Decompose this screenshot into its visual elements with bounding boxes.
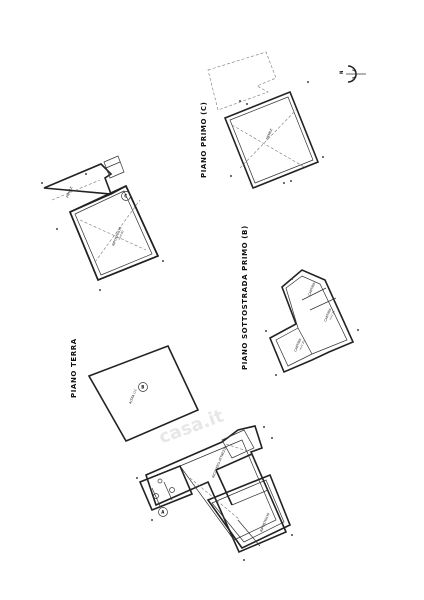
title-piano-terra: PIANO TERRA xyxy=(70,338,78,398)
marker-b-label: B xyxy=(141,385,144,390)
piano-primo-plan: FIENILE xyxy=(207,51,324,190)
room-fienile-terra: FIENILE xyxy=(65,186,73,199)
marker-c-label: C xyxy=(124,194,127,199)
room-cantina-1: CANTINA xyxy=(307,281,316,296)
north-arrow: N xyxy=(339,65,366,83)
room-ricovero-attrezzi: RICOVERO ATTREZZI xyxy=(211,446,227,478)
room-fienile-primo: FIENILE xyxy=(265,128,273,141)
piano-sottostrada-plan: CANTINA CANTINA h=2.20 CANTINA h=2.20 xyxy=(265,269,359,376)
piano-terra-upper-building: FIENILE RIPOSTIGLIO h=0.80 C xyxy=(41,155,164,291)
marker-a xyxy=(158,507,168,517)
watermark: casa.it xyxy=(156,405,227,448)
marker-b xyxy=(138,382,148,392)
room-ripostiglio-terra-height: h=0.80 xyxy=(117,230,124,241)
room-altra-ui: ALTRA U.I. xyxy=(128,388,138,404)
room-cantina-3: CANTINA xyxy=(293,337,302,352)
title-piano-primo: PIANO PRIMO (C) xyxy=(200,102,208,178)
title-piano-sottostrada: PIANO SOTTOSTRADA PRIMO (B) xyxy=(241,225,249,370)
room-cantina-2: CANTINA xyxy=(323,307,332,322)
room-ripostiglio-a: RIPOSTIGLIO xyxy=(259,512,270,533)
room-cantina-3-height: h=2.20 xyxy=(298,340,305,351)
piano-terra-lower-building: RICOVERO ATTREZZI RIPOSTIGLIO A xyxy=(136,425,293,561)
room-ripostiglio-terra: RIPOSTIGLIO xyxy=(111,226,122,247)
room-cantina-2-height: h=2.20 xyxy=(328,310,335,321)
altra-ui-block: ALTRA U.I. B xyxy=(87,344,200,443)
north-letter: N xyxy=(339,71,344,74)
marker-c xyxy=(121,191,131,201)
marker-a-label: A xyxy=(161,510,165,515)
